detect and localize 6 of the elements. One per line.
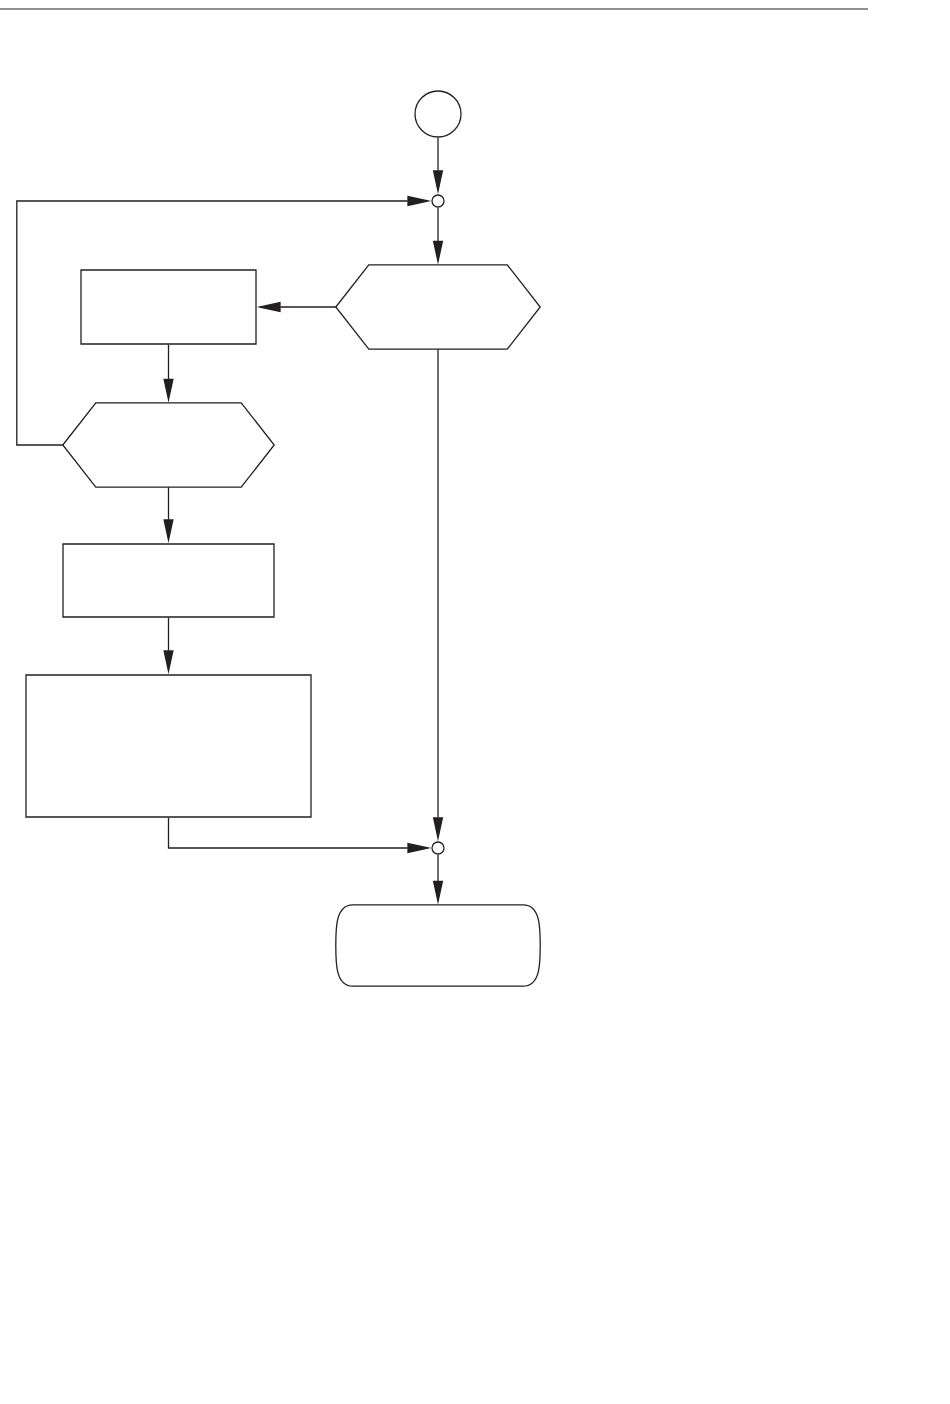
process-box <box>62 543 275 618</box>
terminal-shape <box>335 904 541 987</box>
decision-hexagon <box>335 264 542 350</box>
process-box <box>80 269 257 345</box>
start-circle <box>414 90 462 138</box>
process-box <box>25 674 312 818</box>
